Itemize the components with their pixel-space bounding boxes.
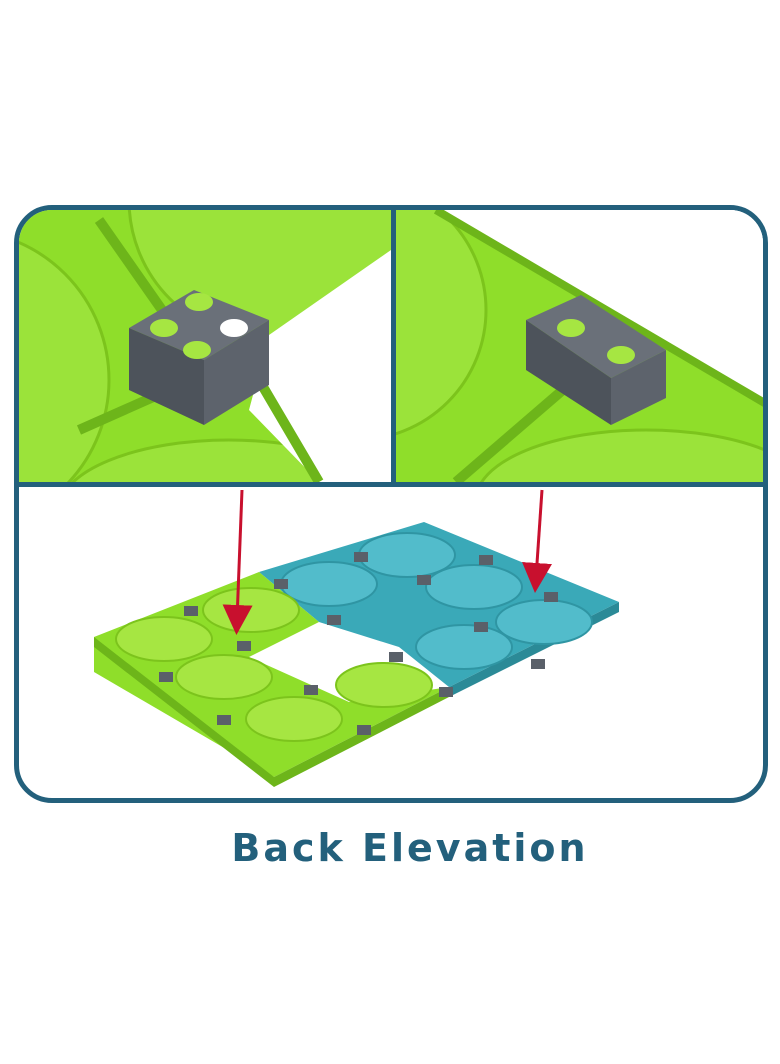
tile-assembly-view [19, 487, 763, 798]
disc-left [396, 210, 488, 436]
connector-icon [357, 725, 371, 735]
disc-green [115, 616, 213, 662]
divider-vertical [391, 210, 396, 482]
disc-green [175, 654, 273, 700]
detail-right-connector-closeup [396, 210, 763, 482]
connector-icon [354, 552, 368, 562]
connector-icon [159, 672, 173, 682]
connector-icon [439, 687, 453, 697]
connector-icon [389, 652, 403, 662]
closeup-right-illustration [396, 210, 763, 482]
detail-left-connector-closeup [19, 210, 391, 482]
connector-icon [217, 715, 231, 725]
disc-green [335, 662, 433, 708]
connector-icon [479, 555, 493, 565]
disc-teal [280, 561, 378, 607]
connector-icon [129, 290, 269, 425]
divider-horizontal [19, 482, 763, 487]
connector-icon [526, 295, 666, 425]
connector-icon [474, 622, 488, 632]
disc-teal [415, 624, 513, 670]
connector-icon [184, 606, 198, 616]
disc-teal [495, 599, 593, 645]
assembly-illustration [94, 522, 619, 787]
disc-green [245, 696, 343, 742]
connector-icon [274, 579, 288, 589]
connector-icon [327, 615, 341, 625]
connector-icon [531, 659, 545, 669]
disc-bottom [479, 428, 763, 482]
connector-icon [417, 575, 431, 585]
connector-icon [237, 641, 251, 651]
caption-title: Back Elevation [231, 826, 589, 870]
disc-teal [425, 564, 523, 610]
disc-green [202, 587, 300, 633]
closeup-left-illustration [19, 210, 391, 482]
connector-icon [544, 592, 558, 602]
image-frame [14, 205, 768, 803]
connector-icon [304, 685, 318, 695]
